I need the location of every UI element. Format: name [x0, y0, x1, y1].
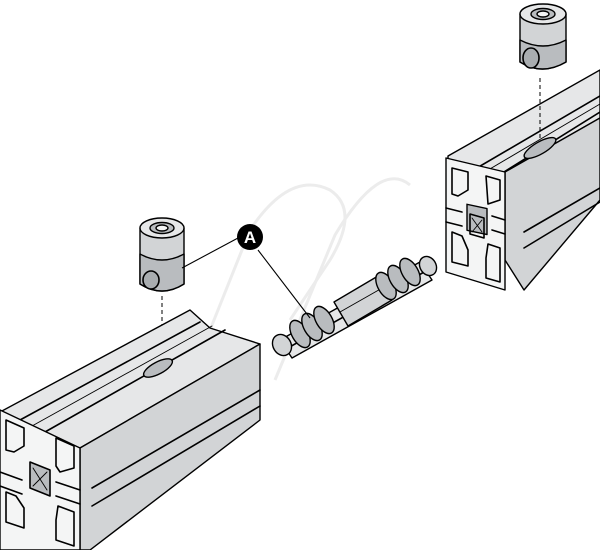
- callout-badge: [237, 224, 263, 250]
- aluminium-profile-right: [445, 69, 600, 291]
- threaded-sleeve-right: [519, 3, 567, 70]
- aluminium-profile-left: [0, 309, 261, 550]
- leader-line-to-pin: [257, 249, 311, 319]
- threaded-sleeve-left: [139, 217, 185, 292]
- watermark-logo: [188, 177, 411, 381]
- connector-pin: [271, 255, 438, 359]
- leader-line-to-sleeve: [181, 237, 239, 269]
- callout-a: A: [181, 224, 311, 319]
- callout-label: A: [244, 228, 256, 247]
